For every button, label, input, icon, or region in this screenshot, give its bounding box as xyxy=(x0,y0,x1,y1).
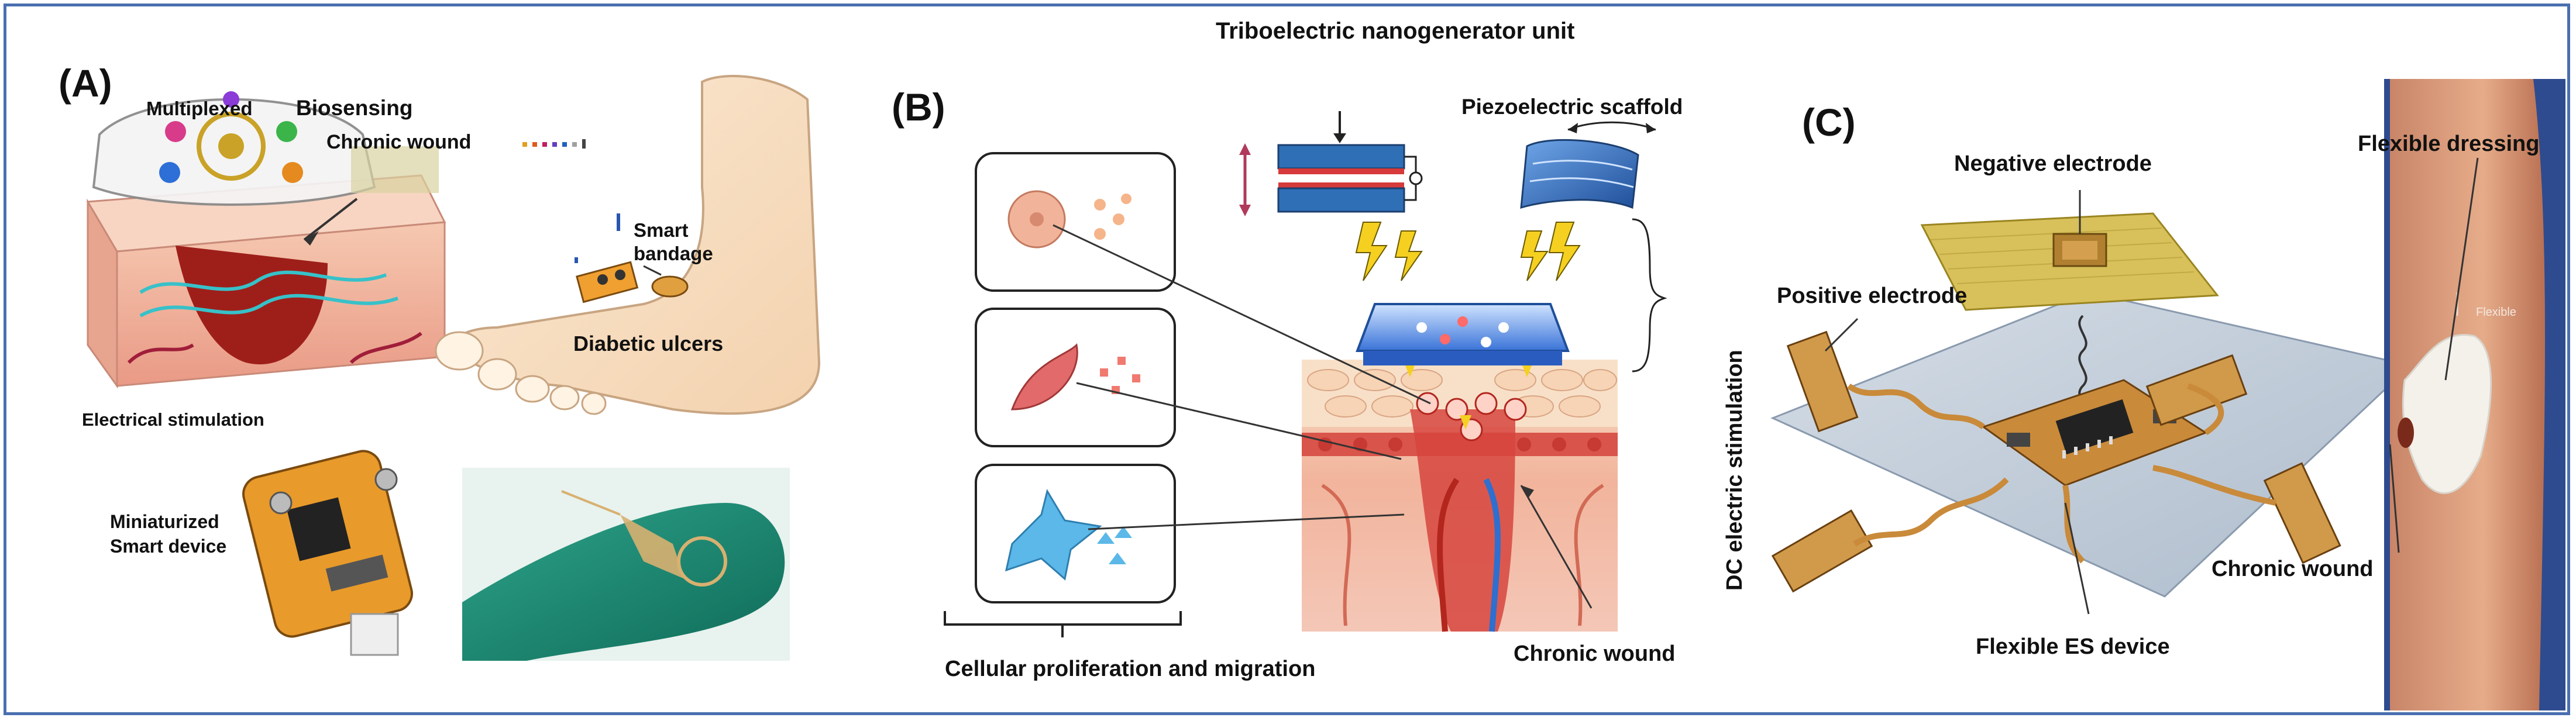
panel-c: Flexible (C) Negative electrode Flexible… xyxy=(1770,79,2565,710)
flexible-es-circuit xyxy=(1771,330,2341,593)
cell-box-2 xyxy=(975,308,1176,447)
finger-sensor-illustration xyxy=(462,468,790,661)
dressing-photo-text: Flexible xyxy=(2476,306,2516,319)
label-smart: Smart xyxy=(634,219,689,241)
figure-frame xyxy=(4,4,2570,715)
label-chronic-wound-b: Chronic wound xyxy=(1514,641,1676,666)
label-piezoelectric: Piezoelectric scaffold xyxy=(1461,95,1683,119)
electric-spark-icons xyxy=(1355,222,1581,281)
piezoelectric-scaffold xyxy=(1520,121,1656,209)
flexible-dressing-pad xyxy=(2402,334,2492,494)
label-positive-electrode: Positive electrode xyxy=(1777,284,1967,308)
label-miniaturized: Miniaturized xyxy=(110,511,219,532)
tissue-block-illustration xyxy=(1302,360,1618,632)
cell-box-1 xyxy=(975,152,1176,292)
skin-block-illustration xyxy=(86,91,446,389)
label-dc-stimulation: DC electric stimulation xyxy=(1722,350,1747,591)
panel-b: (B) Triboelectric nanogenerator unit Pie… xyxy=(892,18,1747,681)
panel-c-letter: (C) xyxy=(1802,101,1856,144)
miniaturized-device-illustration xyxy=(242,450,413,656)
label-chronic-wound-c: Chronic wound xyxy=(2212,557,2374,581)
wound-photo-spot xyxy=(2398,418,2414,448)
label-flexible-es-device: Flexible ES device xyxy=(1976,634,2170,659)
panel-b-letter: (B) xyxy=(892,85,945,129)
wound-site xyxy=(1410,409,1515,632)
label-electrical-stimulation: Electrical stimulation xyxy=(82,409,264,430)
label-smart-device: Smart device xyxy=(110,536,226,557)
label-bandage: bandage xyxy=(634,243,713,264)
label-biosensing: Biosensing xyxy=(296,96,412,120)
wound-color-scale xyxy=(522,139,586,149)
wound-illustration xyxy=(176,246,328,365)
label-negative-electrode: Negative electrode xyxy=(1954,151,2152,176)
label-multiplexed: Multiplexed xyxy=(146,98,253,119)
label-flexible-dressing: Flexible dressing xyxy=(2358,132,2539,156)
label-chronic-wound-a: Chronic wound xyxy=(326,131,471,153)
positive-electrode-pad xyxy=(1786,330,1859,433)
label-diabetic-ulcers: Diabetic ulcers xyxy=(573,332,723,356)
panel-a: (A) Multiplexed Biosensing Chronic wound… xyxy=(59,61,821,661)
stimulation-pad xyxy=(1356,303,1570,365)
triboelectric-nanogenerator xyxy=(1239,111,1423,216)
label-triboelectric: Triboelectric nanogenerator unit xyxy=(1216,18,1574,44)
foot-illustration xyxy=(435,75,821,415)
panel-a-letter: (A) xyxy=(59,61,112,105)
label-cellular-proliferation: Cellular proliferation and migration xyxy=(945,657,1315,681)
